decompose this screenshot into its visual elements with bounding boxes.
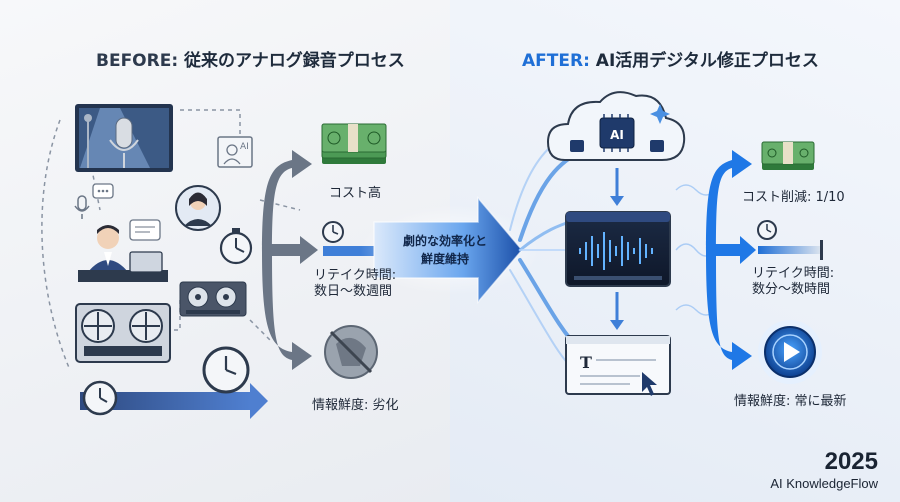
after-outcome-retake-label: リテイク時間: 数分〜数時間: [752, 266, 835, 298]
efficiency-arrow: [360, 195, 540, 305]
footer-year: 2025: [824, 448, 878, 475]
cloud-to-editor-arrow-head: [610, 196, 624, 206]
tape-recorder-icon: [179, 281, 247, 317]
cursor-icon: [642, 372, 657, 396]
script-card-icon: AI: [217, 136, 253, 168]
ai-cloud-icon: AI: [546, 91, 686, 161]
after-outcome-cost-label: コスト削減: 1/10: [742, 190, 845, 205]
timeline-arrow: [80, 346, 268, 419]
before-title-prefix: BEFORE:: [96, 51, 179, 71]
stopwatch-icon: [757, 220, 777, 240]
before-title: BEFORE: 従来のアナログ録音プロセス: [96, 46, 405, 71]
stopwatch-icon: [322, 221, 344, 243]
after-branch-arrows: [706, 150, 756, 370]
before-outcome-freshness-label: 情報鮮度: 劣化: [312, 398, 399, 413]
audio-editor-window: [565, 211, 671, 287]
efficiency-caption: 劇的な効率化と 鮮度維持: [386, 232, 504, 268]
narrator-avatar-icon: [175, 185, 221, 231]
svg-text:AI: AI: [240, 142, 249, 152]
chat-bubble-icon: [92, 183, 114, 199]
after-title-text: AI活用デジタル修正プロセス: [589, 51, 819, 71]
efficiency-caption-line1: 劇的な効率化と: [402, 234, 487, 248]
before-branch-arrows: [262, 150, 318, 370]
waveform-icon: [579, 232, 653, 270]
after-title-prefix: AFTER:: [522, 51, 590, 71]
stopwatch-icon: [219, 228, 253, 265]
studio-microphone-icon: [75, 104, 173, 172]
ai-chip-label: AI: [610, 128, 624, 142]
before-outcome-cost-label: コスト高: [328, 186, 381, 201]
after-title: AFTER: AI活用デジタル修正プロセス: [522, 46, 819, 71]
doc-card-letter: T: [580, 353, 592, 372]
announcer-at-desk-icon: [78, 225, 168, 282]
reel-to-reel-recorder-icon: [75, 303, 171, 363]
chat-bubble-icon: [129, 219, 161, 241]
play-refresh-icon: [758, 320, 822, 384]
after-outcome-freshness-label: 情報鮮度: 常に最新: [734, 394, 847, 409]
money-stack-icon: [761, 141, 815, 170]
money-stack-icon: [321, 123, 387, 164]
editor-to-doc-arrow-head: [610, 320, 624, 330]
retake-time-slider: [758, 240, 823, 260]
text-document-card: T: [565, 335, 671, 396]
degraded-info-icon: [324, 325, 378, 379]
before-title-text: 従来のアナログ録音プロセス: [178, 51, 405, 71]
efficiency-caption-line2: 鮮度維持: [420, 252, 469, 266]
footer-brand: AI KnowledgeFlow: [770, 476, 878, 491]
mic-small-icon: [74, 195, 90, 219]
before-outcome-retake-label: リテイク時間: 数日〜数週間: [314, 268, 397, 300]
